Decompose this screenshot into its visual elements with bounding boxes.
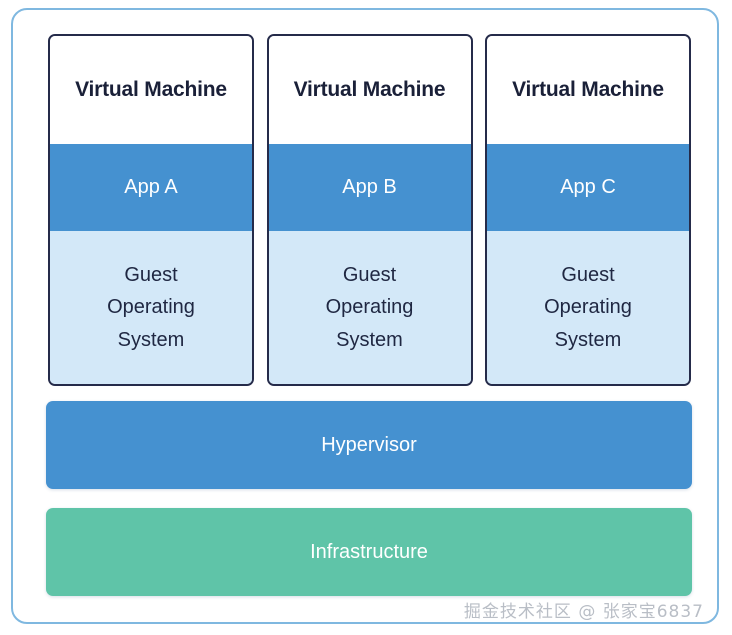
vm-guest-os-line-2-b: Operating — [325, 296, 414, 319]
vm-guest-os-line-2-c: Operating — [544, 296, 632, 319]
vm-guest-os-line-1-b: Guest — [342, 263, 397, 286]
vm-guest-os-band-b: Guest Operating System — [268, 231, 471, 384]
vm-title-a: Virtual Machine — [75, 78, 227, 102]
vm-app-band-b: App B — [268, 144, 471, 231]
virtual-machine-card-a: Virtual Machine App A Guest Operating Sy… — [48, 34, 254, 386]
vm-guest-os-line-1-a: Guest — [124, 263, 178, 286]
vm-guest-os-line-2-a: Operating — [107, 296, 195, 319]
vm-guest-os-label-c: Guest Operating System — [544, 259, 632, 356]
vm-guest-os-line-1-c: Guest — [561, 263, 615, 286]
vm-app-band-a: App A — [50, 144, 252, 231]
vm-guest-os-line-3-b: System — [336, 328, 403, 351]
watermark-text: 掘金技术社区 @ 张家宝6837 — [463, 602, 704, 622]
vm-title-zone-c: Virtual Machine — [487, 36, 689, 144]
vm-title-zone-a: Virtual Machine — [50, 36, 252, 144]
virtual-machine-card-c: Virtual Machine App C Guest Operating Sy… — [485, 34, 691, 386]
hypervisor-layer-bar: Hypervisor — [46, 401, 692, 489]
vm-guest-os-line-3-a: System — [117, 328, 185, 351]
vm-app-label-a: App A — [124, 176, 178, 198]
vm-guest-os-label-b: Guest Operating System — [326, 259, 414, 356]
vm-app-label-c: App C — [560, 176, 616, 198]
virtual-machine-card-b: Virtual Machine App B Guest Operating Sy… — [266, 34, 473, 386]
vm-title-b: Virtual Machine — [293, 78, 446, 102]
vm-guest-os-line-3-c: System — [554, 328, 622, 351]
vm-guest-os-band-c: Guest Operating System — [487, 231, 689, 384]
vm-title-zone-b: Virtual Machine — [268, 36, 471, 144]
vm-app-band-c: App C — [487, 144, 689, 231]
vm-guest-os-band-a: Guest Operating System — [50, 231, 252, 384]
infrastructure-layer-bar: Infrastructure — [46, 508, 692, 596]
vm-guest-os-label-a: Guest Operating System — [107, 259, 195, 356]
hypervisor-label: Hypervisor — [321, 433, 417, 456]
vm-title-c: Virtual Machine — [512, 78, 664, 102]
virtual-machine-row: Virtual Machine App A Guest Operating Sy… — [48, 34, 691, 386]
vm-app-label-b: App B — [342, 176, 397, 198]
infrastructure-label: Infrastructure — [310, 540, 428, 563]
